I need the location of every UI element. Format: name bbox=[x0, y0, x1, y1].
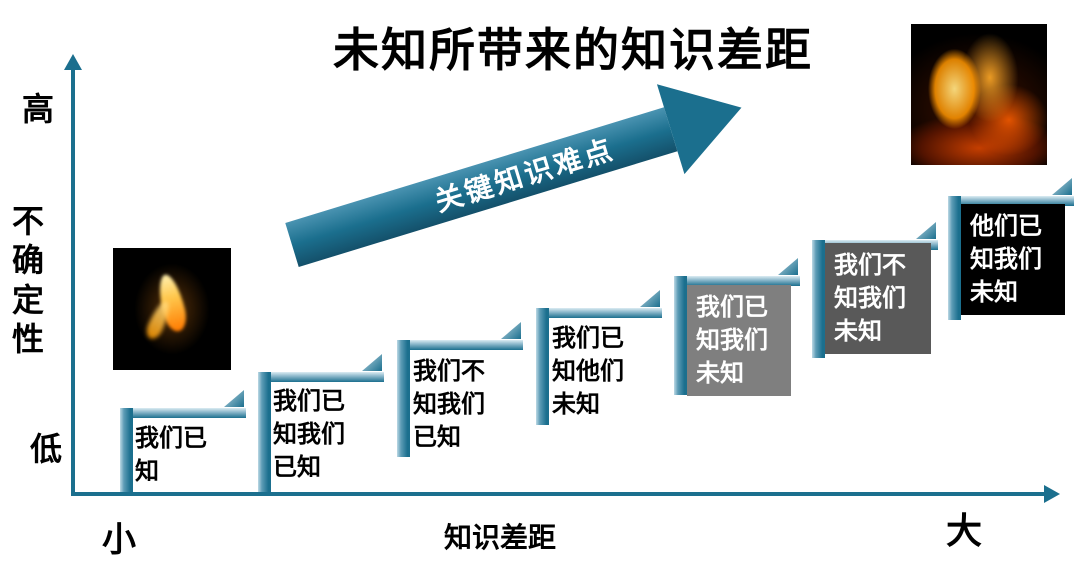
bonfire-image bbox=[911, 24, 1047, 165]
step-2-riser bbox=[258, 372, 271, 492]
step-label: 我们已知他们未知 bbox=[552, 322, 640, 422]
step-label: 我们不知我们已知 bbox=[413, 355, 497, 455]
step-7-corner-triangle-icon bbox=[1052, 178, 1072, 195]
step-6-corner-triangle-icon bbox=[916, 222, 936, 239]
step-label: 我们已知我们已知 bbox=[273, 385, 357, 485]
step-1-corner-triangle-icon bbox=[224, 390, 244, 407]
step-7-riser bbox=[948, 196, 961, 320]
trend-arrow: 关键知识难点 bbox=[277, 60, 756, 293]
x-axis-large-label: 大 bbox=[946, 511, 983, 552]
step-4-ledge bbox=[536, 308, 662, 318]
x-axis-arrowhead-icon bbox=[1044, 485, 1060, 503]
step-5-ledge bbox=[674, 276, 800, 286]
y-axis-high-label: 高 bbox=[22, 90, 55, 128]
step-4-riser bbox=[536, 308, 549, 425]
step-7-ledge bbox=[948, 196, 1074, 206]
step-1-riser bbox=[120, 408, 133, 492]
x-axis-title: 知识差距 bbox=[443, 521, 556, 554]
step-5-corner-triangle-icon bbox=[778, 258, 798, 275]
y-axis-low-label: 低 bbox=[30, 430, 63, 468]
x-axis-line bbox=[71, 492, 1048, 496]
step-3-ledge bbox=[397, 340, 523, 350]
step-4-corner-triangle-icon bbox=[640, 290, 660, 307]
x-axis-small-label: 小 bbox=[102, 520, 136, 560]
y-axis-arrowhead-icon bbox=[64, 54, 82, 70]
candle-flame-image bbox=[113, 248, 231, 370]
trend-arrow-body: 关键知识难点 bbox=[285, 107, 678, 267]
slide-title: 未知所带来的知识差距 bbox=[333, 23, 813, 77]
y-axis-title: 不确定性 bbox=[11, 202, 44, 359]
step-label: 我们已知 bbox=[135, 422, 219, 489]
step-3-corner-triangle-icon bbox=[501, 322, 521, 339]
step-3-riser bbox=[397, 340, 410, 457]
step-2-corner-triangle-icon bbox=[362, 354, 382, 371]
step-6-riser bbox=[812, 240, 825, 358]
y-axis-line bbox=[71, 68, 75, 496]
step-1-ledge bbox=[120, 408, 246, 418]
step-label: 他们已知我们未知 bbox=[961, 204, 1065, 316]
step-2-ledge bbox=[258, 372, 384, 382]
step-label: 我们已知我们未知 bbox=[687, 285, 791, 397]
step-5-riser bbox=[674, 276, 687, 395]
trend-arrow-label: 关键知识难点 bbox=[431, 132, 619, 219]
step-label: 我们不知我们未知 bbox=[825, 243, 931, 355]
